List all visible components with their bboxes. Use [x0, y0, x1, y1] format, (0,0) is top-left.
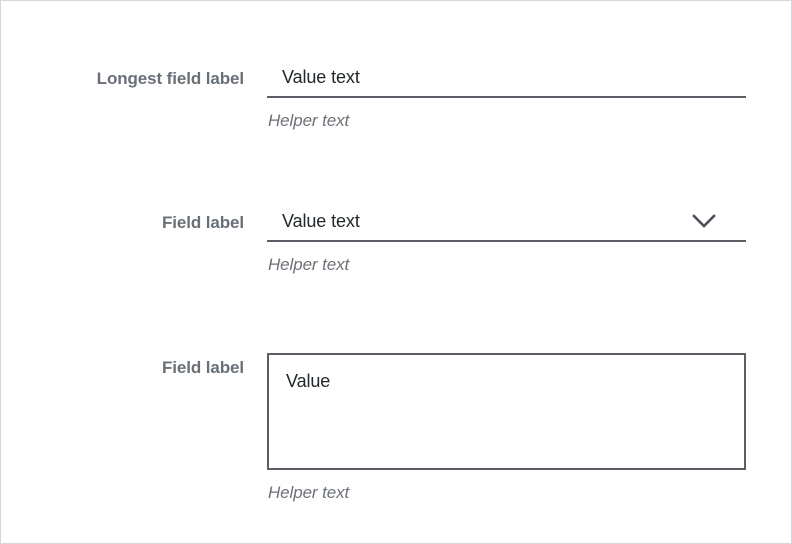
helper-text-3: Helper text	[268, 483, 350, 502]
form-field-textarea: Field label Value Helper text	[1, 353, 791, 504]
textarea-input-value: Value	[286, 371, 331, 391]
helper-text-2: Helper text	[268, 255, 350, 274]
text-input-value: Value text	[282, 67, 360, 87]
select-input-value: Value text	[282, 211, 360, 231]
field-control-text: Value text Helper text	[267, 65, 791, 132]
text-input[interactable]: Value text	[267, 65, 746, 98]
field-label-select: Field label	[161, 213, 244, 232]
field-control-textarea: Value Helper text	[267, 353, 791, 504]
field-label-longest: Longest field label	[96, 69, 244, 88]
select-input[interactable]: Value text	[267, 209, 746, 242]
chevron-down-icon[interactable]	[691, 209, 717, 233]
field-control-select: Value text Helper text	[267, 209, 791, 276]
field-label-textarea: Field label	[161, 358, 244, 377]
form-field-select: Field label Value text Helper text	[1, 209, 791, 276]
form-field-text: Longest field label Value text Helper te…	[1, 65, 791, 132]
textarea-input[interactable]: Value	[267, 353, 746, 470]
helper-text-1: Helper text	[268, 111, 350, 130]
